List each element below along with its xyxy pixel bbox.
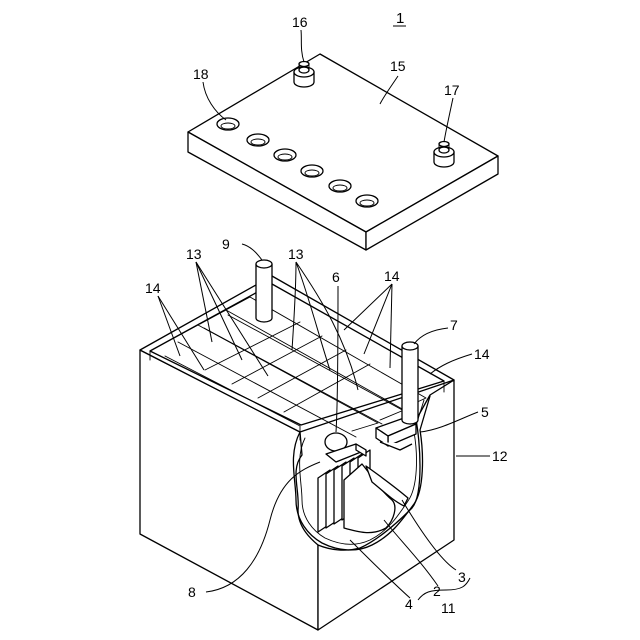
label-15: 15 (390, 58, 406, 74)
label-3: 3 (458, 569, 466, 585)
label-16: 16 (292, 14, 308, 30)
label-2: 2 (433, 583, 441, 599)
label-17: 17 (444, 82, 460, 98)
figure-number: 1 (396, 10, 404, 27)
pole-7 (402, 342, 418, 424)
label-13-left: 13 (186, 246, 202, 262)
label-11: 11 (441, 600, 456, 616)
battery-case (140, 260, 454, 630)
label-7: 7 (450, 317, 458, 333)
lid-top-face (188, 54, 498, 232)
label-14-right: 14 (474, 346, 490, 362)
label-18: 18 (193, 66, 209, 82)
label-6: 6 (332, 269, 340, 285)
label-12: 12 (492, 448, 508, 464)
label-9: 9 (222, 236, 230, 252)
pole-9 (256, 260, 272, 322)
label-4: 4 (405, 596, 413, 612)
label-14-left: 14 (145, 280, 161, 296)
label-5: 5 (481, 404, 489, 420)
label-13-right: 13 (288, 246, 304, 262)
label-8: 8 (188, 584, 196, 600)
label-14-center: 14 (384, 268, 400, 284)
